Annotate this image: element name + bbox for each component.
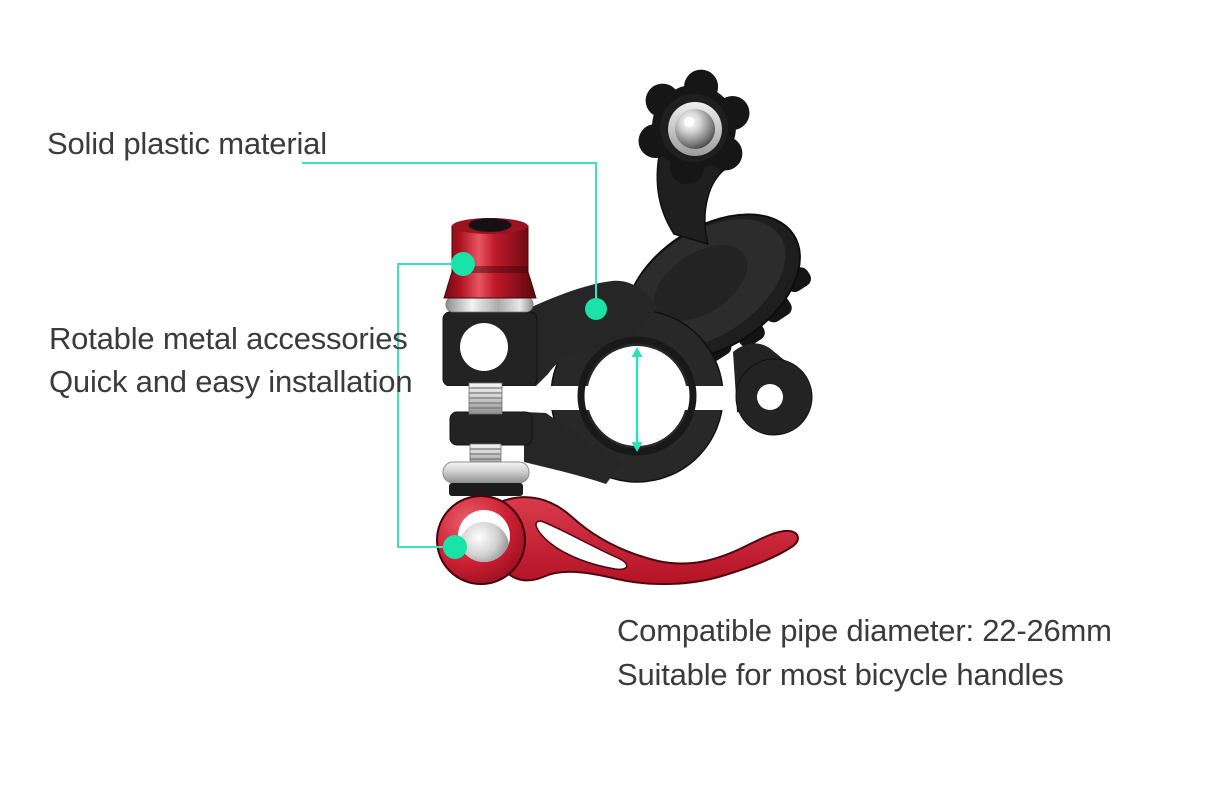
tension-bolt — [468, 382, 503, 466]
callout-bracket-left — [397, 263, 462, 548]
quick-release-lever — [436, 495, 799, 585]
callout-dot — [443, 535, 467, 559]
label-line: Rotable metal accessories — [49, 321, 408, 356]
label-pipe-compatibility: Compatible pipe diameter: 22-26mm Suitab… — [617, 609, 1112, 697]
diameter-arrow-icon — [631, 347, 643, 452]
callout-dot — [585, 298, 607, 320]
label-solid-plastic-material: Solid plastic material — [47, 126, 327, 161]
label-line: Suitable for most bicycle handles — [617, 657, 1064, 692]
washer — [442, 461, 530, 496]
callout-dot — [451, 252, 475, 276]
callout-line-top — [302, 162, 597, 300]
thumb-screw-knob — [638, 69, 750, 185]
label-line: Compatible pipe diameter: 22-26mm — [617, 613, 1112, 648]
label-rotable-metal-accessories: Rotable metal accessories Quick and easy… — [49, 317, 413, 403]
label-line: Quick and easy installation — [49, 364, 413, 399]
red-adjuster-knob — [443, 218, 537, 313]
